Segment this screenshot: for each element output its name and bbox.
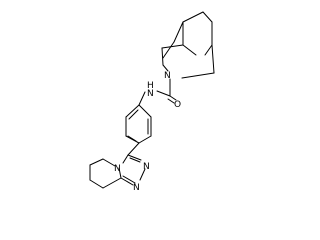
bond [211, 44, 215, 74]
bond [138, 135, 152, 144]
bond [122, 175, 136, 184]
bond [125, 104, 140, 118]
atom-h-label: H [147, 81, 154, 91]
bond [118, 167, 122, 179]
bond [167, 98, 175, 104]
bond [139, 168, 146, 181]
bond [125, 135, 140, 144]
bond [89, 158, 104, 166]
bond [129, 157, 141, 163]
bond [169, 95, 177, 101]
bond [162, 64, 169, 72]
bond [173, 21, 184, 43]
atom-label-layer: N H N O N N N [114, 71, 181, 193]
bond [127, 154, 142, 161]
bond-layer [89, 11, 215, 189]
bond [161, 44, 184, 49]
bond [181, 72, 215, 79]
molecule-structure: N H N O N N N [89, 11, 215, 193]
bond [138, 91, 146, 106]
atom-n4-label: N [114, 164, 121, 174]
bond [161, 47, 164, 66]
atom-n2-label: N [133, 183, 140, 193]
atom-n-amide-label: N [147, 89, 154, 99]
bond [102, 158, 116, 167]
atom-o-label: O [174, 100, 181, 110]
bond [182, 44, 197, 56]
bond [128, 109, 139, 120]
bond [122, 154, 129, 164]
bond [182, 11, 204, 23]
bond [204, 44, 213, 56]
atom-n-bridge-label: N [164, 71, 171, 81]
atom-n1-label: N [143, 162, 150, 172]
bond [127, 135, 137, 142]
bond [162, 41, 175, 59]
bond [102, 177, 122, 189]
bond [156, 90, 171, 97]
bond [138, 104, 152, 118]
bond [120, 177, 134, 186]
bond [127, 142, 140, 156]
bond [89, 179, 104, 189]
bond [202, 11, 213, 23]
